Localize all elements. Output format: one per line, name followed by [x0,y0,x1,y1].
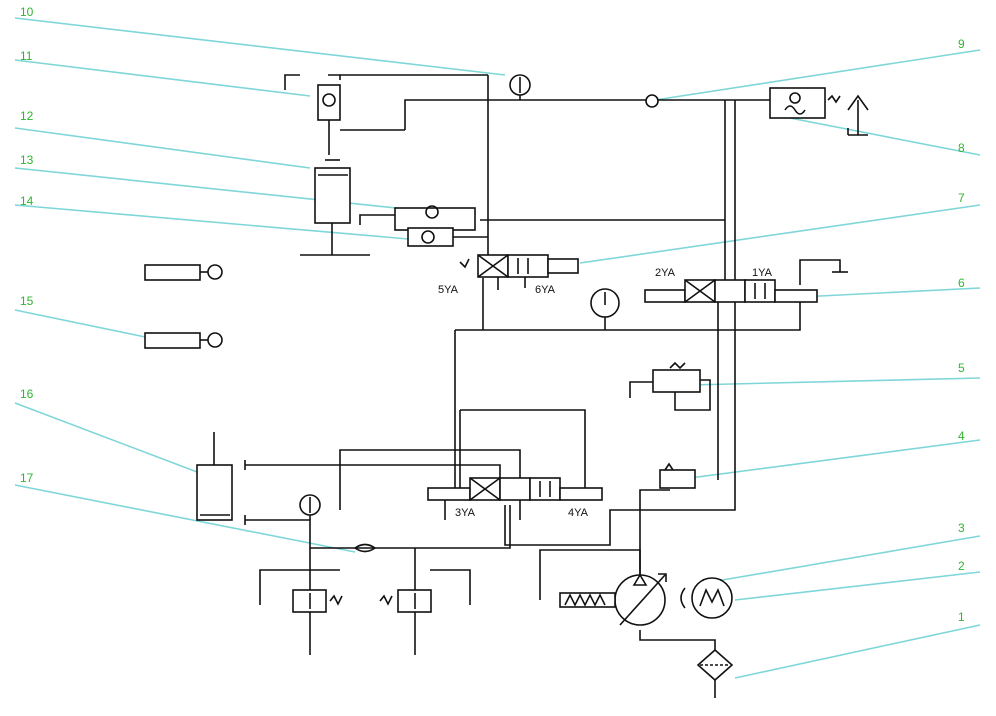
valve-14 [407,227,488,247]
component-number-11: 11 [20,49,33,63]
pipe-pump-to-filter [639,630,716,650]
leader-lines [14,17,981,679]
pressure-gauge-middle [590,288,620,330]
component-number-14: 14 [20,194,34,208]
leader-11 [14,59,311,97]
leader-6 [799,287,981,298]
pressure-valve-right [379,569,471,655]
leader-15 [14,309,151,339]
solenoid-label-5ya: 5YA [438,284,459,296]
pressure-switch-8 [769,87,869,136]
component-number-6: 6 [958,276,965,290]
leader-7 [579,204,981,264]
component-number-1: 1 [958,610,965,624]
leader-17 [14,484,356,553]
solenoid-label-1ya: 1YA [752,267,773,279]
pressure-valve-left [259,569,343,655]
pipe-valve11-top [328,74,341,80]
pressure-gauge-10 [509,74,531,100]
solenoid-label-4ya: 4YA [568,507,589,519]
leader-8 [789,117,981,156]
pipe-to-valve-34 [460,409,586,490]
pipe-actuator-up [339,449,521,510]
pipe-top-main [404,99,725,130]
check-valve-9 [645,94,659,108]
leader-16 [14,402,206,476]
leader-10 [14,17,506,76]
solenoid-label-6ya: 6YA [535,284,556,296]
component-number-17: 17 [20,471,34,485]
pressure-gauge-left [299,494,321,520]
cylinder-12 [300,159,370,256]
pipe-actuator-16-top [245,464,501,490]
pipe-pump-to-valves [504,505,736,546]
cylinder-16 [196,432,246,525]
pipe-relief5 [674,379,711,411]
component-number-4: 4 [958,429,965,443]
component-number-7: 7 [958,191,965,205]
throttle-valve-17 [354,543,376,553]
pipework [245,74,801,650]
component-number-5: 5 [958,361,965,375]
directional-valve-6 [644,259,848,303]
accumulator-15b [144,332,223,349]
solenoid-labels: 5YA 6YA 2YA 1YA 3YA 4YA [438,267,773,519]
relief-valve-5 [629,361,701,398]
motor-2 [680,577,733,619]
leader-13 [14,167,416,211]
leader-12 [14,127,311,169]
leader-14 [14,204,421,241]
relief-valve-4 [659,462,696,489]
valve-11 [284,74,341,155]
leader-1 [734,624,981,679]
solenoid-label-3ya: 3YA [455,507,476,519]
component-number-9: 9 [958,37,965,51]
component-number-10: 10 [20,5,34,19]
filter-1 [696,648,734,698]
directional-valve-7 [459,254,579,290]
leader-5 [689,377,981,386]
pipe-pump-up [639,489,670,575]
solenoid-label-2ya: 2YA [655,267,676,279]
component-number-2: 2 [958,559,965,573]
component-number-16: 16 [20,387,34,401]
component-number-12: 12 [20,109,34,123]
leader-2 [734,571,981,601]
directional-valve-34 [427,477,603,520]
leader-3 [704,535,981,584]
accumulator-15a [144,264,223,281]
component-numbers: 10 11 12 13 14 15 16 17 9 8 7 6 5 4 3 2 … [20,5,965,624]
leader-4 [689,439,981,479]
pipe-return-horizontal [455,300,801,331]
variable-pump-3 [559,573,667,626]
valve-13 [359,205,476,231]
component-number-3: 3 [958,521,965,535]
leader-9 [654,49,981,101]
component-number-15: 15 [20,294,34,308]
component-number-8: 8 [958,141,965,155]
component-number-13: 13 [20,153,34,167]
